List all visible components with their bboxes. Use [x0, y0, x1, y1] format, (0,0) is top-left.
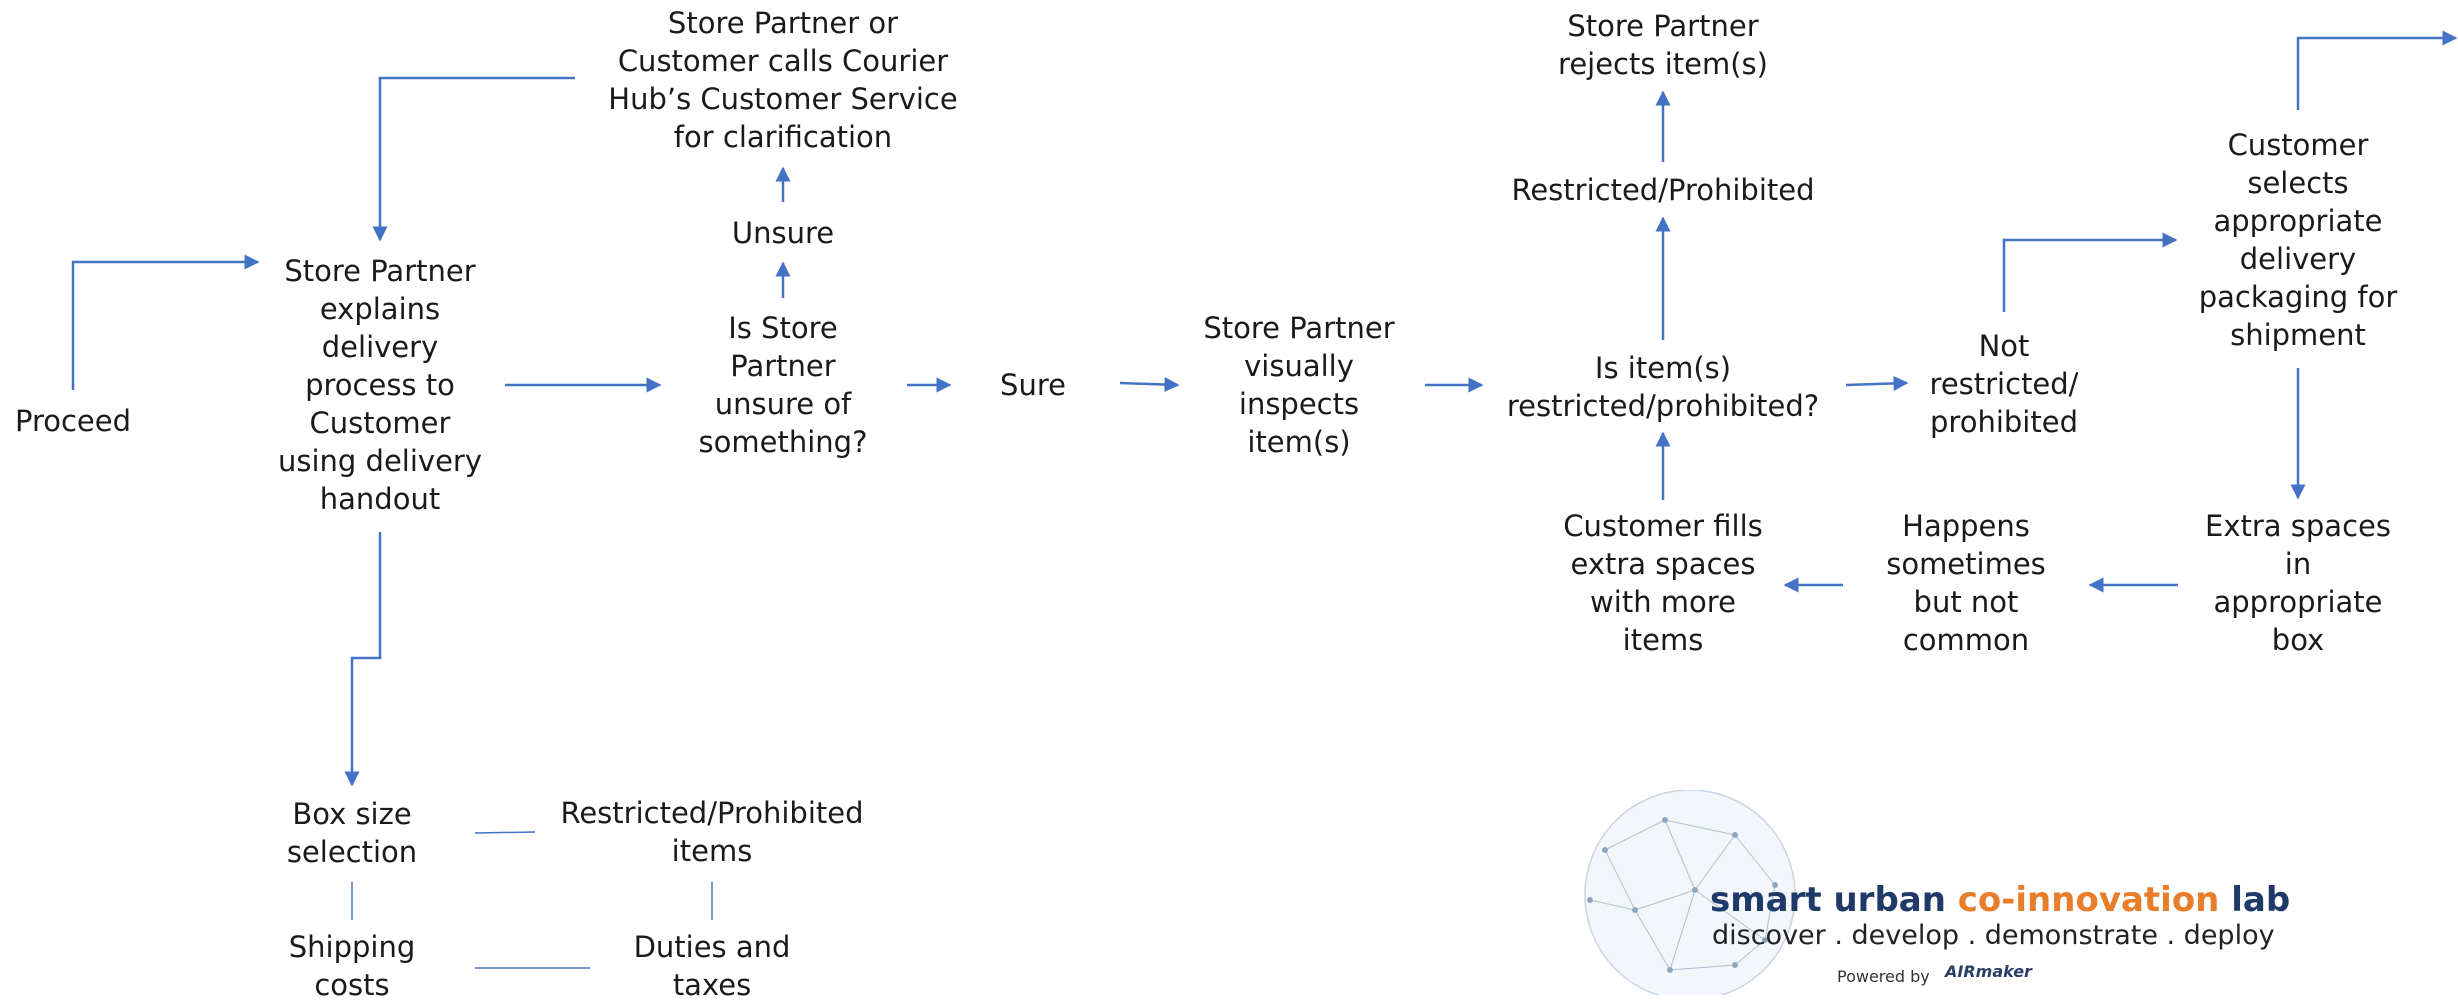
node-unsure: Unsure [731, 216, 835, 250]
connector-explains-to-box-size [344, 532, 382, 787]
connector-calls-to-explains [372, 76, 575, 242]
node-extra-spaces: Extra spaces in appropriate box [2205, 509, 2391, 657]
node-shipping-costs: Shipping costs [288, 930, 416, 1002]
node-fills-extra-spaces: Customer fills extra spaces with more it… [1563, 509, 1763, 657]
connector-restricted-question-to-not-restricted [1845, 375, 1909, 391]
node-is-partner-unsure: Is Store Partner unsure of something? [698, 311, 868, 459]
connector-not-restricted-to-selects [2002, 232, 2178, 312]
lab-name-part1: smart urban [1710, 880, 1958, 920]
node-restricted: Restricted/Prohibited [1511, 173, 1815, 207]
node-selects-packaging: Customer selects appropriate delivery pa… [2198, 128, 2398, 352]
node-box-size-selection: Box size selection [286, 797, 418, 869]
partner-logo: AIRmaker [1945, 962, 2032, 981]
lab-name: smart urban co-innovation lab [1710, 880, 2290, 920]
node-calls-customer-service: Store Partner or Customer calls Courier … [608, 6, 958, 154]
node-rejects-items: Store Partner rejects item(s) [1558, 9, 1768, 81]
node-restricted-items: Restricted/Prohibited items [560, 796, 864, 868]
node-proceed: Proceed [14, 404, 132, 438]
lab-name-part2: co-innovation [1957, 880, 2220, 920]
lab-name-part3: lab [2219, 880, 2291, 920]
node-happens-sometimes: Happens sometimes but not common [1886, 509, 2046, 657]
connector-proceed-to-explains [71, 254, 260, 390]
lab-logo: smart urban co-innovation lab discover .… [1575, 790, 2290, 995]
connector-sure-to-inspects [1119, 377, 1180, 393]
node-visually-inspects: Store Partner visually inspects item(s) [1203, 311, 1395, 459]
globe-network-icon [1584, 790, 1796, 995]
node-not-restricted: Not restricted/ prohibited [1929, 329, 2079, 439]
node-is-item-restricted: Is item(s) restricted/prohibited? [1506, 351, 1820, 423]
connector-selects-exit [2296, 30, 2458, 110]
powered-by-label: Powered by [1837, 967, 1930, 986]
node-explains-delivery-process: Store Partner explains delivery process … [277, 254, 483, 516]
link-box-to-restricted-items [474, 831, 536, 834]
node-duties-taxes: Duties and taxes [633, 930, 791, 1002]
node-sure: Sure [1000, 368, 1066, 402]
lab-tagline: discover . develop . demonstrate . deplo… [1712, 920, 2275, 951]
